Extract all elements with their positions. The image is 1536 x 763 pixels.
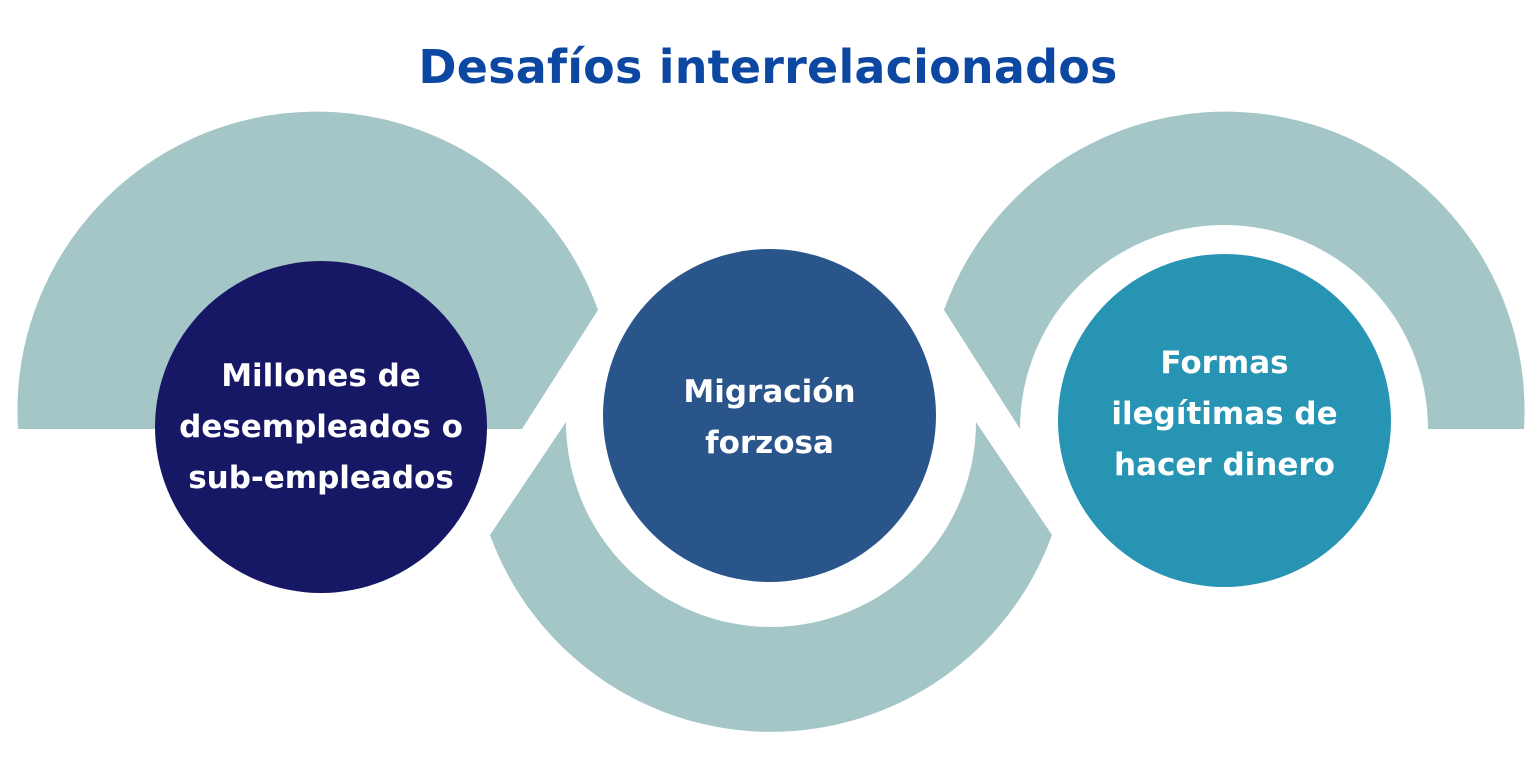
challenge-label-unemployment: Millones de desempleados o sub-empleados: [179, 357, 463, 496]
challenge-circle-migration: Migración forzosa: [603, 249, 936, 582]
arc-middle: [490, 422, 1052, 732]
challenge-label-illegitimate-income: Formas ilegítimas de hacer dinero: [1111, 345, 1338, 483]
challenge-circle-illegitimate-income: Formas ilegítimas de hacer dinero: [1058, 254, 1391, 587]
challenge-label-migration: Migración forzosa: [683, 373, 856, 461]
challenge-circle-unemployment: Millones de desempleados o sub-empleados: [155, 261, 487, 593]
arc-right: [944, 111, 1525, 429]
diagram-title: Desafíos interrelacionados: [418, 40, 1118, 94]
